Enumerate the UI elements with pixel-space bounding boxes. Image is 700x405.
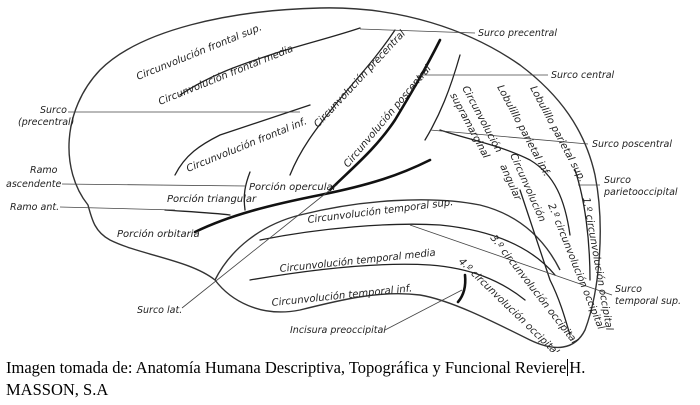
inferior-temporal-sulcus: [249, 263, 526, 301]
leader-surco-precentral-right: [359, 28, 476, 34]
label-surco-poscentral: Surco poscentral: [592, 139, 672, 150]
leader-surco-poscentral: [429, 129, 589, 145]
label-ramo-asc-2: ascendente: [6, 179, 61, 190]
leader-ramo-ascendente: [61, 183, 247, 187]
label-incisura: Incisura preoccipital: [290, 325, 386, 336]
postcentral-sulcus: [424, 54, 461, 141]
intraparietal-sulcus: [439, 129, 571, 236]
label-surco-temporal-sup-2: temporal sup.: [615, 296, 681, 307]
inferior-frontal-sulcus: [174, 104, 311, 176]
parietooccipital-sulcus: [574, 169, 591, 281]
leader-surco-temporal-sup: [409, 224, 613, 296]
lateral-sulcus-ramus-anterior: [164, 209, 231, 216]
label-surco-parietooccipital-1: Surco: [604, 175, 631, 186]
label-surco-lat: Surco lat.: [137, 305, 182, 316]
label-surco-precentral-left-2: (precentral): [18, 117, 74, 128]
brain-lateral-diagram: Surco precentral Surco central Surco pos…: [6, 7, 681, 352]
caption-line1-a: Imagen tomada de: Anatomía Humana Descri…: [6, 358, 567, 377]
label-surco-temporal-sup-1: Surco: [615, 284, 642, 295]
label-surco-precentral-right: Surco precentral: [478, 28, 557, 39]
label-ramo-asc-1: Ramo: [30, 165, 58, 176]
superior-temporal-sulcus: [259, 223, 556, 276]
gyrus-temporal-media: Circunvolución temporal media: [279, 247, 436, 275]
hemisphere-outline: [68, 7, 601, 349]
text-cursor: [567, 359, 569, 376]
temporal-lobe-outline: [214, 199, 561, 281]
gyrus-triangular: Porción triangular: [167, 193, 257, 205]
occipital-sulcus: [519, 189, 571, 336]
leader-surco-lat: [181, 189, 331, 309]
figure-caption: Imagen tomada de: Anatomía Humana Descri…: [6, 357, 696, 401]
label-surco-central: Surco central: [551, 70, 615, 81]
superior-frontal-sulcus: [179, 27, 361, 96]
gyrus-orbitaria: Porción orbitaria: [117, 228, 200, 240]
caption-line2: MASSON, S.A: [6, 380, 109, 399]
label-surco-precentral-left-1: Surco: [40, 105, 67, 116]
label-ramo-ant: Ramo ant.: [10, 202, 59, 213]
gyrus-temporal-sup: Circunvolución temporal sup.: [307, 196, 454, 226]
gyrus-opercular: Porción opercular: [249, 181, 338, 193]
central-sulcus: [328, 38, 442, 192]
caption-line1-b: H.: [569, 358, 586, 377]
precentral-sulcus: [289, 29, 396, 176]
lateral-sulcus-ramus-ascendens: [243, 171, 251, 211]
preoccipital-notch: [456, 273, 467, 304]
label-surco-parietooccipital-2: parietooccipital: [603, 187, 678, 198]
lateral-sulcus: [193, 158, 432, 234]
gyrus-temporal-inf: Circunvolución temporal inf.: [271, 282, 413, 309]
leader-ramo-ant: [59, 206, 176, 211]
gyrus-frontal-media: Circunvolución frontal media: [157, 43, 295, 108]
leader-incisura: [384, 289, 463, 331]
